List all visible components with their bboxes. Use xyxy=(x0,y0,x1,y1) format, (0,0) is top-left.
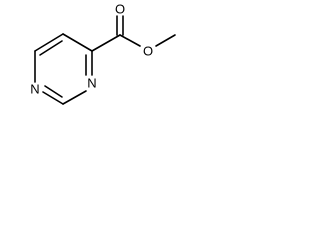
bond-c2-n1-inner xyxy=(44,85,63,98)
nitrogen-label-top: N xyxy=(87,76,96,91)
bond-c5-c4-inner xyxy=(39,40,63,56)
oxygen-carbonyl-label: O xyxy=(115,2,125,17)
nitrogen-label-bottom: N xyxy=(30,82,39,97)
bond-c5-c4 xyxy=(34,33,64,52)
bond-ring-carbonyl-carbon xyxy=(91,34,121,52)
structure-diagram: N N O O xyxy=(30,2,176,105)
bond-c2-n1 xyxy=(42,91,64,105)
bond-n2-c2 xyxy=(62,90,87,105)
bond-carbonyl-ester-oxygen xyxy=(119,34,141,47)
oxygen-ester-label: O xyxy=(143,44,153,59)
bond-c4-c3 xyxy=(62,33,93,52)
bond-ester-oxygen-methyl xyxy=(155,34,176,47)
